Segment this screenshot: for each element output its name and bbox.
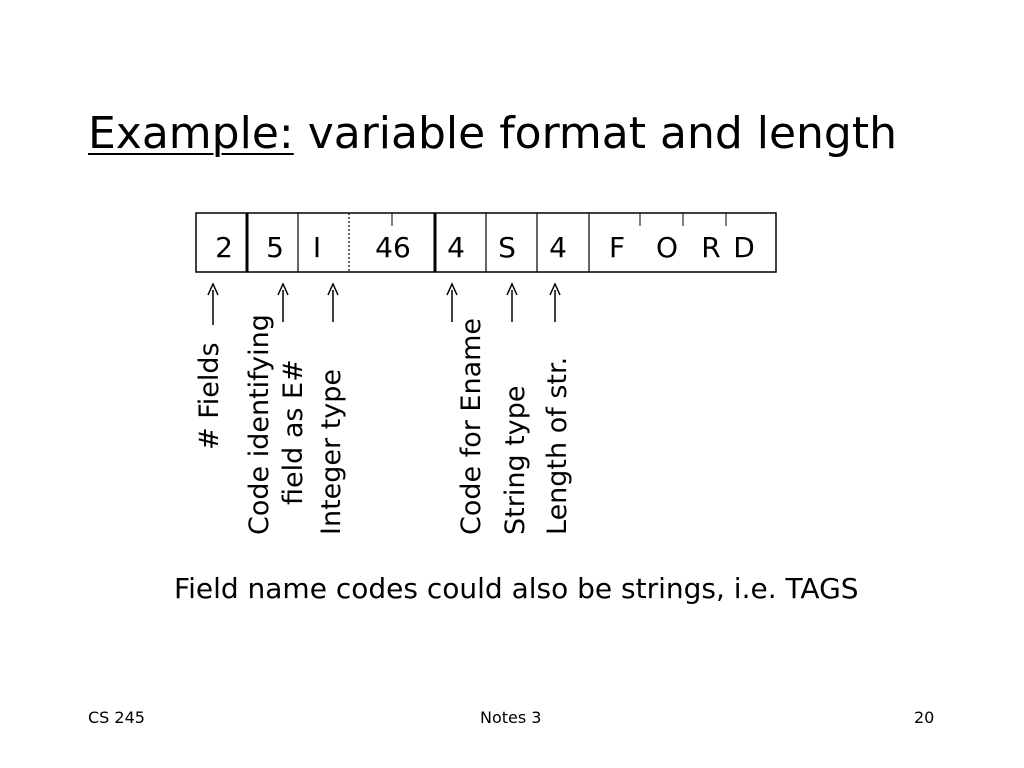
cell-value: 46 [375,231,411,264]
annotation-code-for-ename: Code for Ename [456,318,487,535]
cell-value: R [701,231,720,264]
cell-value: I [313,231,321,264]
footer-notes: Notes 3 [480,708,542,727]
pointer-arrow [327,282,339,322]
cell-value: S [498,231,516,264]
cell-value: D [733,231,755,264]
footer-course: CS 245 [88,708,145,727]
cell-value: 4 [447,231,465,264]
annotation-fields: # Fields [194,342,225,450]
annotation-integer-type: Integer type [316,369,347,535]
footer-page-number: 20 [914,708,935,727]
pointer-arrow [446,282,458,322]
title-prefix: Example: [88,108,294,159]
cell-value: 4 [549,231,567,264]
cell-value: O [656,231,678,264]
cell-value: F [609,231,625,264]
title-rest: variable format and length [293,108,897,159]
annotation-line: Code for Ename [456,318,487,535]
annotation-line: String type [500,386,531,535]
pointer-arrow [277,282,289,322]
note-text: Field name codes could also be strings, … [174,572,859,605]
annotation-code-identifying: Code identifying field as E# [244,314,309,535]
cell-value: 2 [215,231,233,264]
annotation-string-type: String type [500,386,531,535]
annotation-line: Length of str. [542,357,573,535]
annotation-line: Code identifying [244,314,275,535]
annotation-line: Integer type [316,369,347,535]
pointer-arrow [207,282,219,325]
slide-title: Example: variable format and length [88,106,897,162]
pointer-arrow [549,282,561,322]
cell-value: 5 [266,231,284,264]
annotation-line: # Fields [194,342,225,450]
pointer-arrow [506,282,518,322]
annotation-line: field as E# [278,359,309,505]
annotation-length-of-str: Length of str. [542,357,573,535]
